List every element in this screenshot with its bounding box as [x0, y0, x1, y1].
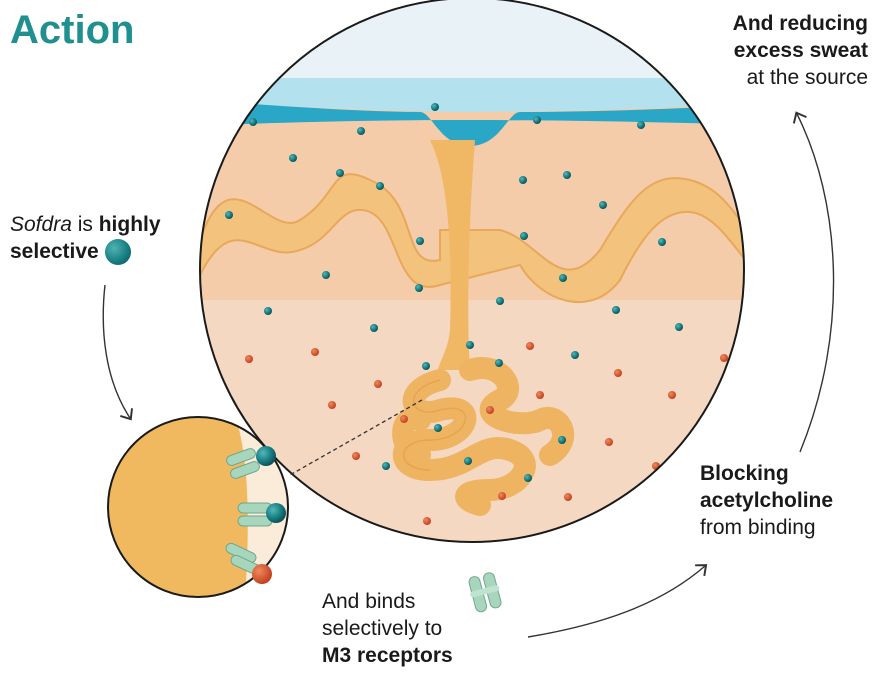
- cell-body: [100, 400, 248, 600]
- arrow-to-reducing: [797, 114, 834, 452]
- teal-molecule-icon: [105, 239, 131, 265]
- arrow-to-blocking: [528, 566, 705, 637]
- reducing-sweat-label: And reducing excess sweat at the source: [700, 10, 868, 91]
- skin-cross-section: [200, 0, 760, 560]
- selectivity-label: Sofdra is highly selective: [10, 211, 161, 265]
- binds-label: And binds selectively to M3 receptors: [322, 588, 522, 669]
- arrow-to-zoom: [103, 285, 130, 418]
- blocking-label: Blocking acetylcholine from binding: [700, 460, 870, 541]
